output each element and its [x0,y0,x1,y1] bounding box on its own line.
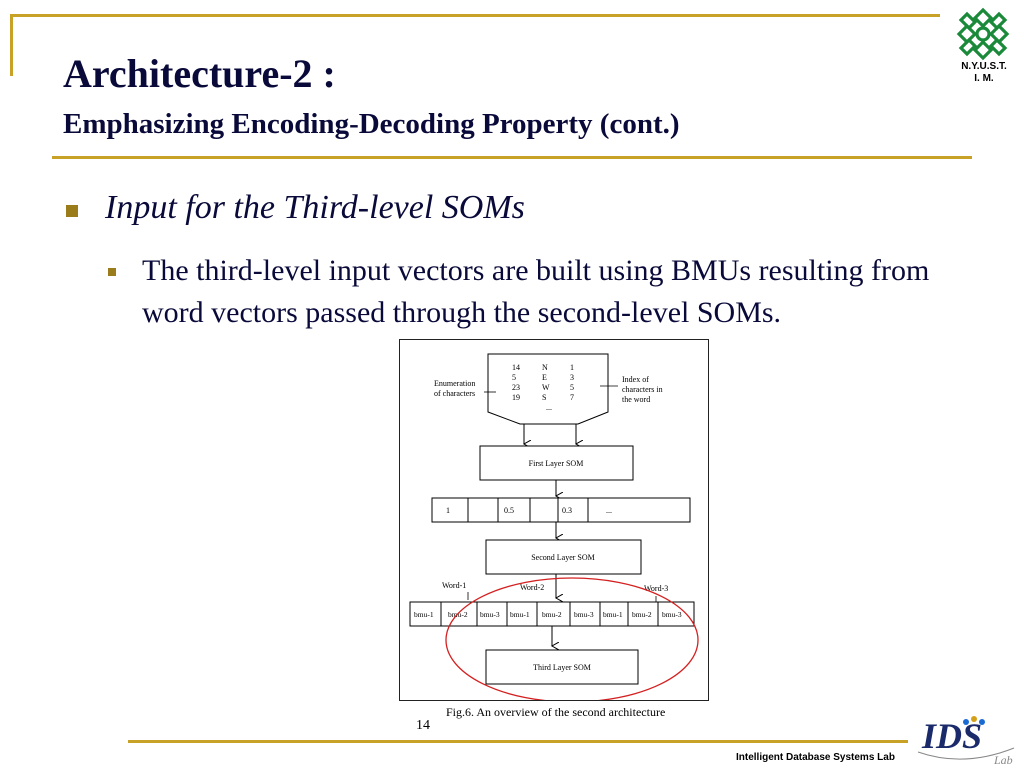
title-divider [52,156,972,159]
first-layer-label: First Layer SOM [529,459,584,468]
architecture-figure: 14 N 1 5 E 3 23 W 5 19 S 7 ... Enumerati… [399,339,709,703]
nyust-logo-line1: N.Y.U.S.T. [961,61,1007,72]
vector-cell: 0.5 [504,506,514,515]
table-cell: 5 [512,373,516,382]
bmu-cell: bmu-1 [603,610,623,619]
table-cell: 23 [512,383,520,392]
bmu-cell: bmu-1 [510,610,530,619]
ids-logo-letters: IDS [921,716,982,756]
slide-subtitle: Emphasizing Encoding-Decoding Property (… [63,108,680,140]
input-table-box [487,353,609,425]
vector-cell: 1 [446,506,450,515]
index-label: characters in [622,385,663,394]
frame-left-border [10,14,13,76]
vector-row: 1 0.5 0.3 ... [431,497,691,523]
word-label: Word-3 [644,584,668,593]
bmu-cell: bmu-3 [662,610,682,619]
bullet-level2-text: The third-level input vectors are built … [142,254,930,329]
input-table: 14 N 1 5 E 3 23 W 5 19 S 7 ... [512,363,574,412]
bullet-square-icon [66,205,78,217]
nyust-logo-label: N.Y.U.S.T. I. M. [948,61,1020,85]
table-ellipsis: ... [546,403,552,412]
table-cell: S [542,393,546,402]
table-cell: 1 [570,363,574,372]
ids-lab-logo-icon: IDS Lab [917,716,1015,767]
figure-caption: Fig.6. An overview of the second archite… [446,705,666,719]
index-label: Index of [622,375,649,384]
bmu-cell: bmu-1 [414,610,434,619]
architecture-diagram: 14 N 1 5 E 3 23 W 5 19 S 7 ... Enumerati… [409,353,699,703]
footer-divider [128,740,908,743]
nyust-logo-icon [956,7,1010,61]
third-layer-box [485,649,639,685]
bmu-cell: bmu-2 [632,610,652,619]
table-cell: N [542,363,548,372]
vector-cell: ... [606,506,612,515]
bullet-level1-text: Input for the Third-level SOMs [105,189,525,226]
index-label: the word [622,395,650,404]
table-cell: W [542,383,550,392]
first-layer-box [479,445,634,481]
word-label: Word-2 [520,583,544,592]
enum-label: Enumeration [434,379,475,388]
table-cell: 5 [570,383,574,392]
table-cell: 19 [512,393,520,402]
table-cell: E [542,373,547,382]
third-layer-label: Third Layer SOM [533,663,591,672]
footer-lab-name: Intelligent Database Systems Lab [736,752,895,763]
vector-cell: 0.3 [562,506,572,515]
table-cell: 7 [570,393,574,402]
bmu-cell: bmu-3 [480,610,500,619]
table-cell: 14 [512,363,520,372]
ids-logo-lab: Lab [993,753,1013,767]
bmu-cell: bmu-3 [574,610,594,619]
nyust-logo-line2: I. M. [974,73,994,84]
bmu-cell: bmu-2 [542,610,562,619]
page-number: 14 [416,718,430,733]
table-cell: 3 [570,373,574,382]
bmu-row: bmu-1 bmu-2 bmu-3 bmu-1 bmu-2 bmu-3 bmu-… [409,601,695,627]
second-layer-label: Second Layer SOM [531,553,595,562]
slide-title: Architecture-2 : [63,51,336,96]
word-label: Word-1 [442,581,466,590]
sub-bullet-square-icon [108,268,116,276]
second-layer-box [485,539,642,575]
enum-label: of characters [434,389,475,398]
frame-top-border [10,14,940,17]
